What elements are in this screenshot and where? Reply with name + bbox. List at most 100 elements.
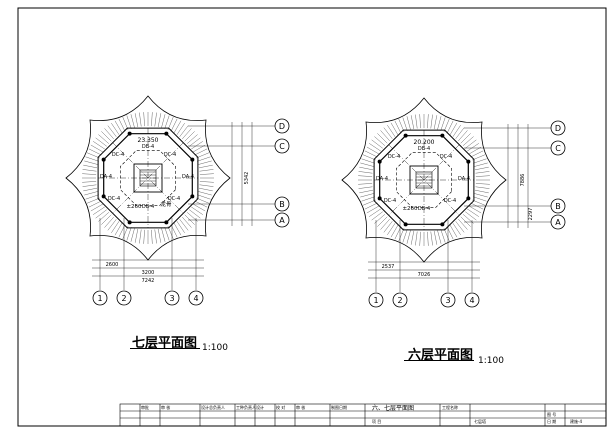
grid-bubble-C	[550, 140, 566, 156]
grid-bubble-3	[440, 292, 456, 308]
grid-label-B: B	[279, 200, 285, 209]
beam-label-5: DA-4	[458, 176, 470, 182]
dim-bottom-1: 3200	[142, 270, 155, 276]
grid-label-D: D	[279, 122, 285, 131]
grid-label-1: 1	[97, 294, 102, 303]
column-7	[466, 159, 471, 164]
dim-right-1: 2297	[528, 208, 534, 221]
tb-drawing-no-label: 图 号	[547, 412, 557, 417]
column-6	[164, 131, 169, 136]
beam-label-6: DB-4	[142, 144, 154, 150]
grid-label-2: 2	[121, 294, 126, 303]
grid-label-B: B	[555, 202, 561, 211]
column-4	[101, 157, 106, 162]
grid-bubble-A	[550, 214, 566, 230]
level-label-mid: ±260	[126, 204, 142, 210]
plan-title-left: 七层平面图	[132, 336, 198, 351]
beam-label-5: DA-4	[182, 174, 194, 180]
grid-bubble-4	[464, 292, 480, 308]
column-3	[101, 194, 106, 199]
tb-cell-5: 校 对	[276, 405, 286, 410]
grid-bubble-B	[550, 198, 566, 214]
level-label-note: 龙骨	[160, 200, 172, 208]
inner-beam-ring	[120, 150, 176, 206]
tb-date-label: 日 期	[547, 419, 557, 424]
dim-bottom-0: 2537	[382, 264, 395, 270]
grid-bubble-2	[116, 290, 132, 306]
beam-label-7: DB-4	[418, 206, 430, 212]
column-7	[190, 157, 195, 162]
beam-label-2: DC-4	[384, 198, 396, 204]
title-underline-left	[130, 348, 200, 349]
grid-bubble-C	[274, 138, 290, 154]
grid-bubble-3	[164, 290, 180, 306]
column-2	[403, 222, 408, 227]
tb-cell-1: 审 核	[161, 405, 171, 410]
grid-label-4: 4	[193, 294, 198, 303]
dimension-lines-right	[507, 124, 529, 228]
beam-label-2: DC-4	[108, 196, 120, 202]
grid-label-A: A	[555, 218, 561, 227]
title-block-lines	[119, 403, 607, 427]
grid-bubble-1	[92, 290, 108, 306]
grid-lines-vertical	[99, 218, 197, 290]
beam-label-6: DB-4	[418, 146, 430, 152]
column-0	[190, 194, 195, 199]
center-axes	[98, 128, 198, 228]
level-label-top: 20.200	[414, 139, 435, 146]
tb-drawing-no: 建施-4	[570, 419, 582, 424]
beam-label-0: DC-4	[112, 152, 124, 158]
beam-label-7: DB-4	[142, 204, 154, 210]
title-underline-right	[404, 360, 474, 361]
grid-label-3: 3	[445, 296, 450, 305]
grid-label-C: C	[555, 144, 561, 153]
grid-bubble-4	[188, 290, 204, 306]
plan-scale-left: 1:100	[202, 343, 228, 353]
beam-label-4: DA-4	[100, 174, 112, 180]
tb-cell-7: 制图日期	[331, 405, 347, 410]
dim-bottom-0: 2600	[106, 262, 119, 268]
column-2	[127, 220, 132, 225]
grid-bubble-1	[368, 292, 384, 308]
center-axes	[374, 130, 474, 230]
column-6	[440, 133, 445, 138]
tb-cell-3: 工种负责人	[236, 405, 256, 410]
level-label-mid: ±260	[402, 206, 418, 212]
plan-scale-right: 1:100	[478, 356, 504, 366]
level-label-top: 23.350	[138, 137, 159, 144]
dimension-lines-bottom	[368, 261, 480, 279]
dim-bottom-2: 7242	[142, 278, 155, 284]
column-1	[164, 220, 169, 225]
grid-label-4: 4	[469, 296, 474, 305]
column-4	[377, 159, 382, 164]
grid-lines-vertical	[375, 220, 473, 292]
tb-cell-2: 设计总负责人	[201, 405, 225, 410]
grid-bubble-D	[550, 120, 566, 136]
column-1	[440, 222, 445, 227]
dim-right-0: 5342	[244, 172, 250, 185]
grid-label-2: 2	[397, 296, 402, 305]
tb-project-value: 七层塔	[474, 419, 486, 424]
beam-label-3: DC-4	[168, 196, 180, 202]
beam-label-1: DC-4	[164, 152, 176, 158]
dimension-lines-right	[231, 122, 253, 226]
grid-bubble-B	[274, 196, 290, 212]
column-5	[127, 131, 132, 136]
grid-label-1: 1	[373, 296, 378, 305]
dim-bottom-1: 7026	[418, 272, 431, 278]
tb-cell-4: 设计	[256, 405, 264, 410]
grid-bubble-A	[274, 212, 290, 228]
beam-label-4: DA-4	[376, 176, 388, 182]
column-0	[466, 196, 471, 201]
tb-cell-6: 审 核	[296, 405, 306, 410]
tb-sheet-title: 六、七层平面图	[372, 405, 415, 412]
grid-bubble-D	[274, 118, 290, 134]
inner-beam-ring	[395, 152, 453, 208]
column-3	[377, 196, 382, 201]
beam-label-3: DC-4	[444, 198, 456, 204]
grid-bubble-2	[392, 292, 408, 308]
